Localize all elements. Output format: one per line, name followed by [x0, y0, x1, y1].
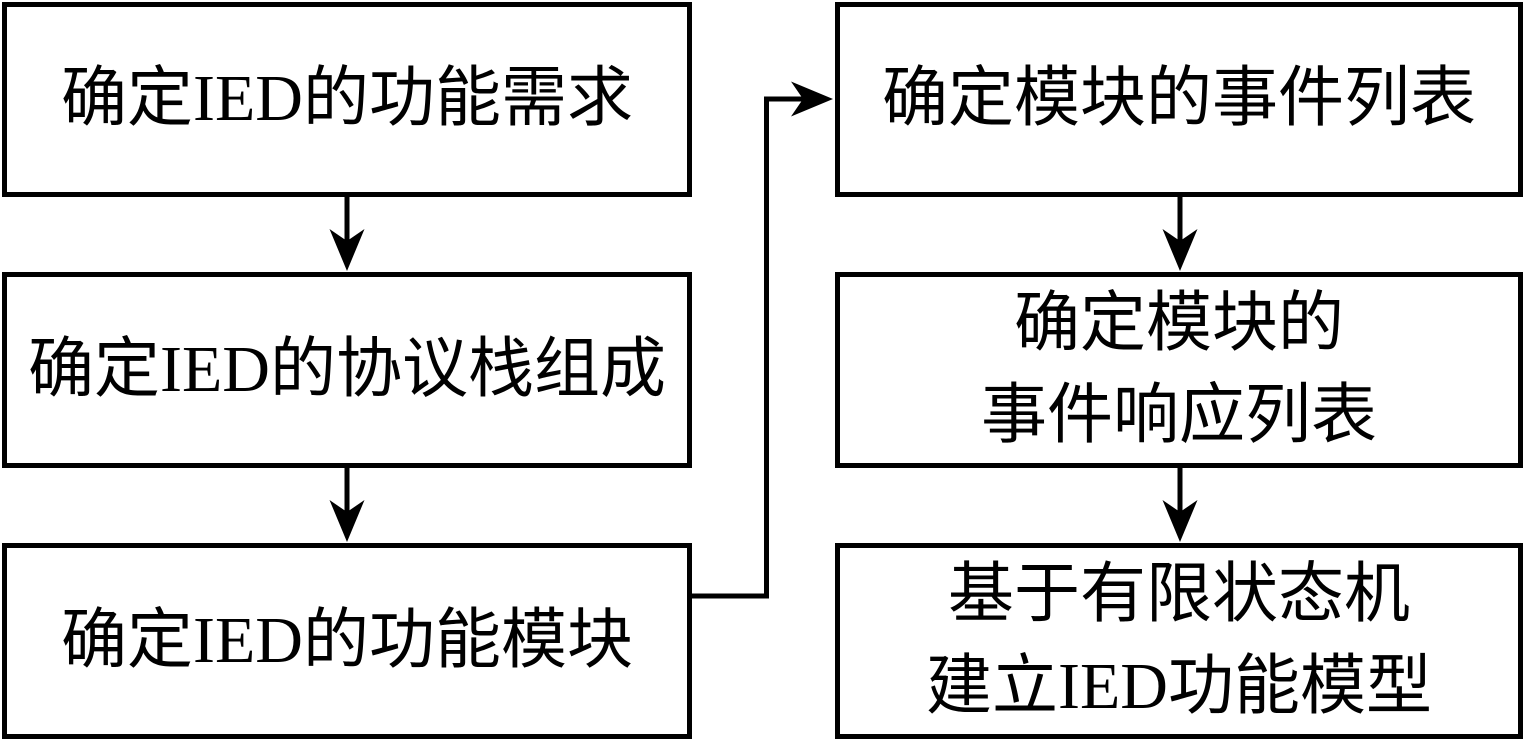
- arrow-down-l2-l3-icon: [329, 468, 365, 542]
- flow-step-build-ied-functional-model-fsm: 基于有限状态机 建立IED功能模型: [835, 543, 1523, 739]
- arrow-down-r1-r2-icon: [1162, 197, 1198, 271]
- flow-step-label-line2: 事件响应列表: [981, 379, 1377, 452]
- flow-step-determine-ied-protocol-stack: 确定IED的协议栈组成: [2, 272, 692, 468]
- flow-step-label-line2: 建立IED功能模型: [926, 650, 1432, 723]
- flow-step-determine-module-event-list: 确定模块的事件列表: [835, 2, 1523, 197]
- flow-step-label-line1: 基于有限状态机: [948, 557, 1410, 631]
- flow-step-label-line1: 确定模块的: [1014, 286, 1344, 360]
- connector-elbow-l3-r1-icon: [692, 81, 833, 599]
- flow-step-determine-ied-functional-requirements: 确定IED的功能需求: [2, 2, 692, 197]
- arrow-down-r2-r3-icon: [1162, 468, 1198, 542]
- flow-step-label: 确定模块的事件列表: [882, 62, 1476, 136]
- flow-step-label: 确定IED的协议栈组成: [28, 332, 666, 406]
- arrow-down-l1-l2-icon: [329, 197, 365, 271]
- flow-step-determine-ied-functional-modules: 确定IED的功能模块: [2, 543, 692, 739]
- flow-step-label: 确定IED的功能需求: [61, 62, 633, 136]
- flow-step-label: 确定IED的功能模块: [61, 603, 633, 677]
- flow-step-determine-module-event-response-list: 确定模块的 事件响应列表: [835, 272, 1523, 468]
